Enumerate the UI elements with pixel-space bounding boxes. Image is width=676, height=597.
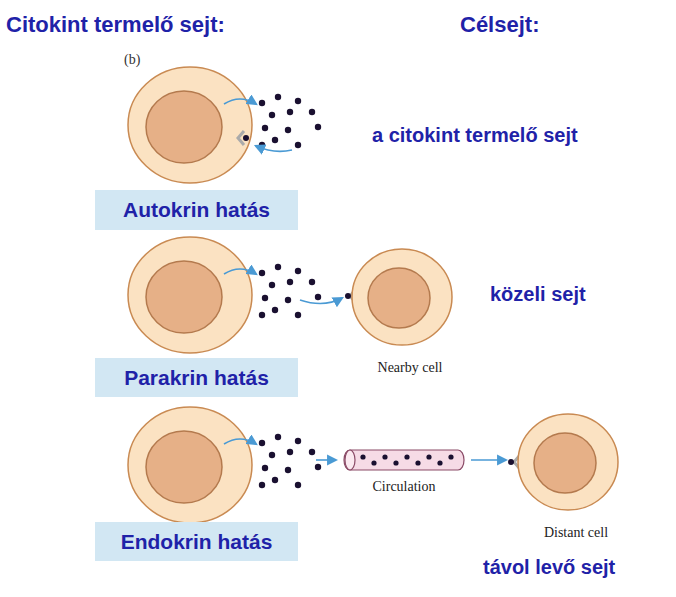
nucleus xyxy=(368,268,430,328)
cytokine xyxy=(295,142,301,148)
nucleus xyxy=(146,91,222,163)
effect-box: Endokrin hatás xyxy=(95,522,298,561)
cytokine xyxy=(426,454,431,459)
secretion-arrow xyxy=(224,99,256,104)
cytokine xyxy=(295,312,301,318)
cytokine xyxy=(269,282,275,288)
nucleus xyxy=(534,433,596,493)
cytokine xyxy=(295,482,301,488)
cytokine xyxy=(262,465,268,471)
vessel-caption: Circulation xyxy=(373,479,436,495)
cytokine xyxy=(309,279,315,285)
effect-box: Autokrin hatás xyxy=(95,190,298,230)
circulation-vessel: Circulation xyxy=(343,449,465,471)
cytokine xyxy=(309,109,315,115)
target-cell: Distant cell xyxy=(508,409,628,515)
effect-name: Parakrin hatás xyxy=(124,366,269,390)
cytokine xyxy=(404,454,409,459)
cytokine xyxy=(295,268,301,274)
bound-cytokine xyxy=(243,135,249,141)
vessel-shape xyxy=(343,449,465,471)
cell-caption: Distant cell xyxy=(544,525,608,541)
cytokine xyxy=(259,440,265,446)
return-arrow xyxy=(256,146,292,151)
vessel-wall xyxy=(344,450,464,470)
cytokine xyxy=(259,100,265,106)
target-cell: Nearby cell xyxy=(342,244,462,350)
cytokine xyxy=(415,460,420,465)
cytokine xyxy=(269,452,275,458)
cytokine xyxy=(272,137,278,143)
cytokine xyxy=(275,264,281,270)
nucleus xyxy=(146,431,222,503)
cytokine xyxy=(259,270,265,276)
producer-cell xyxy=(128,237,252,353)
vessel-opening xyxy=(345,450,355,470)
cell-outline xyxy=(518,414,618,510)
cell-shape xyxy=(342,244,462,350)
cytokine xyxy=(269,112,275,118)
cell-caption: Nearby cell xyxy=(378,360,443,376)
cytokine xyxy=(295,98,301,104)
effect-name: Autokrin hatás xyxy=(123,198,270,222)
column-heading: Célsejt: xyxy=(460,12,539,38)
cytokine xyxy=(371,460,376,465)
bound-cytokine xyxy=(508,459,514,465)
cytokine xyxy=(287,109,293,115)
cytokine xyxy=(287,279,293,285)
cytokine xyxy=(315,294,321,300)
cytokine xyxy=(272,307,278,313)
cytokine xyxy=(275,94,281,100)
target-label: közeli sejt xyxy=(490,283,586,306)
cytokine xyxy=(285,127,291,133)
cytokine xyxy=(448,454,453,459)
secretion-arrow xyxy=(224,269,256,274)
effect-box: Parakrin hatás xyxy=(95,358,298,397)
cytokine xyxy=(275,434,281,440)
cytokine xyxy=(259,312,265,318)
cytokine xyxy=(285,467,291,473)
cytokine xyxy=(287,449,293,455)
cytokine xyxy=(437,460,442,465)
nucleus xyxy=(146,261,222,333)
cytokine xyxy=(262,125,268,131)
diffusion-arrow xyxy=(300,298,342,304)
producer-cell xyxy=(128,407,252,523)
cytokine xyxy=(315,464,321,470)
cytokine xyxy=(285,297,291,303)
target-label: távol levő sejt xyxy=(483,556,615,579)
cytokine xyxy=(382,454,387,459)
producer-cell xyxy=(128,67,252,183)
cytokine xyxy=(315,124,321,130)
secretion-arrow xyxy=(316,459,336,461)
effect-name: Endokrin hatás xyxy=(121,530,273,554)
cytokine xyxy=(259,482,265,488)
cell-shape xyxy=(508,409,628,515)
cytokine xyxy=(393,460,398,465)
column-heading: Citokint termelő sejt: xyxy=(6,12,225,38)
bound-cytokine xyxy=(345,293,351,299)
cell-outline xyxy=(352,249,452,345)
flow-arrow xyxy=(471,459,506,461)
cytokine xyxy=(272,477,278,483)
cytokine xyxy=(262,295,268,301)
target-label: a citokint termelő sejt xyxy=(372,124,578,147)
cytokine xyxy=(295,438,301,444)
cytokine xyxy=(360,454,365,459)
secretion-arrow xyxy=(224,439,256,444)
panel-letter: (b) xyxy=(124,52,140,68)
cytokine xyxy=(309,449,315,455)
